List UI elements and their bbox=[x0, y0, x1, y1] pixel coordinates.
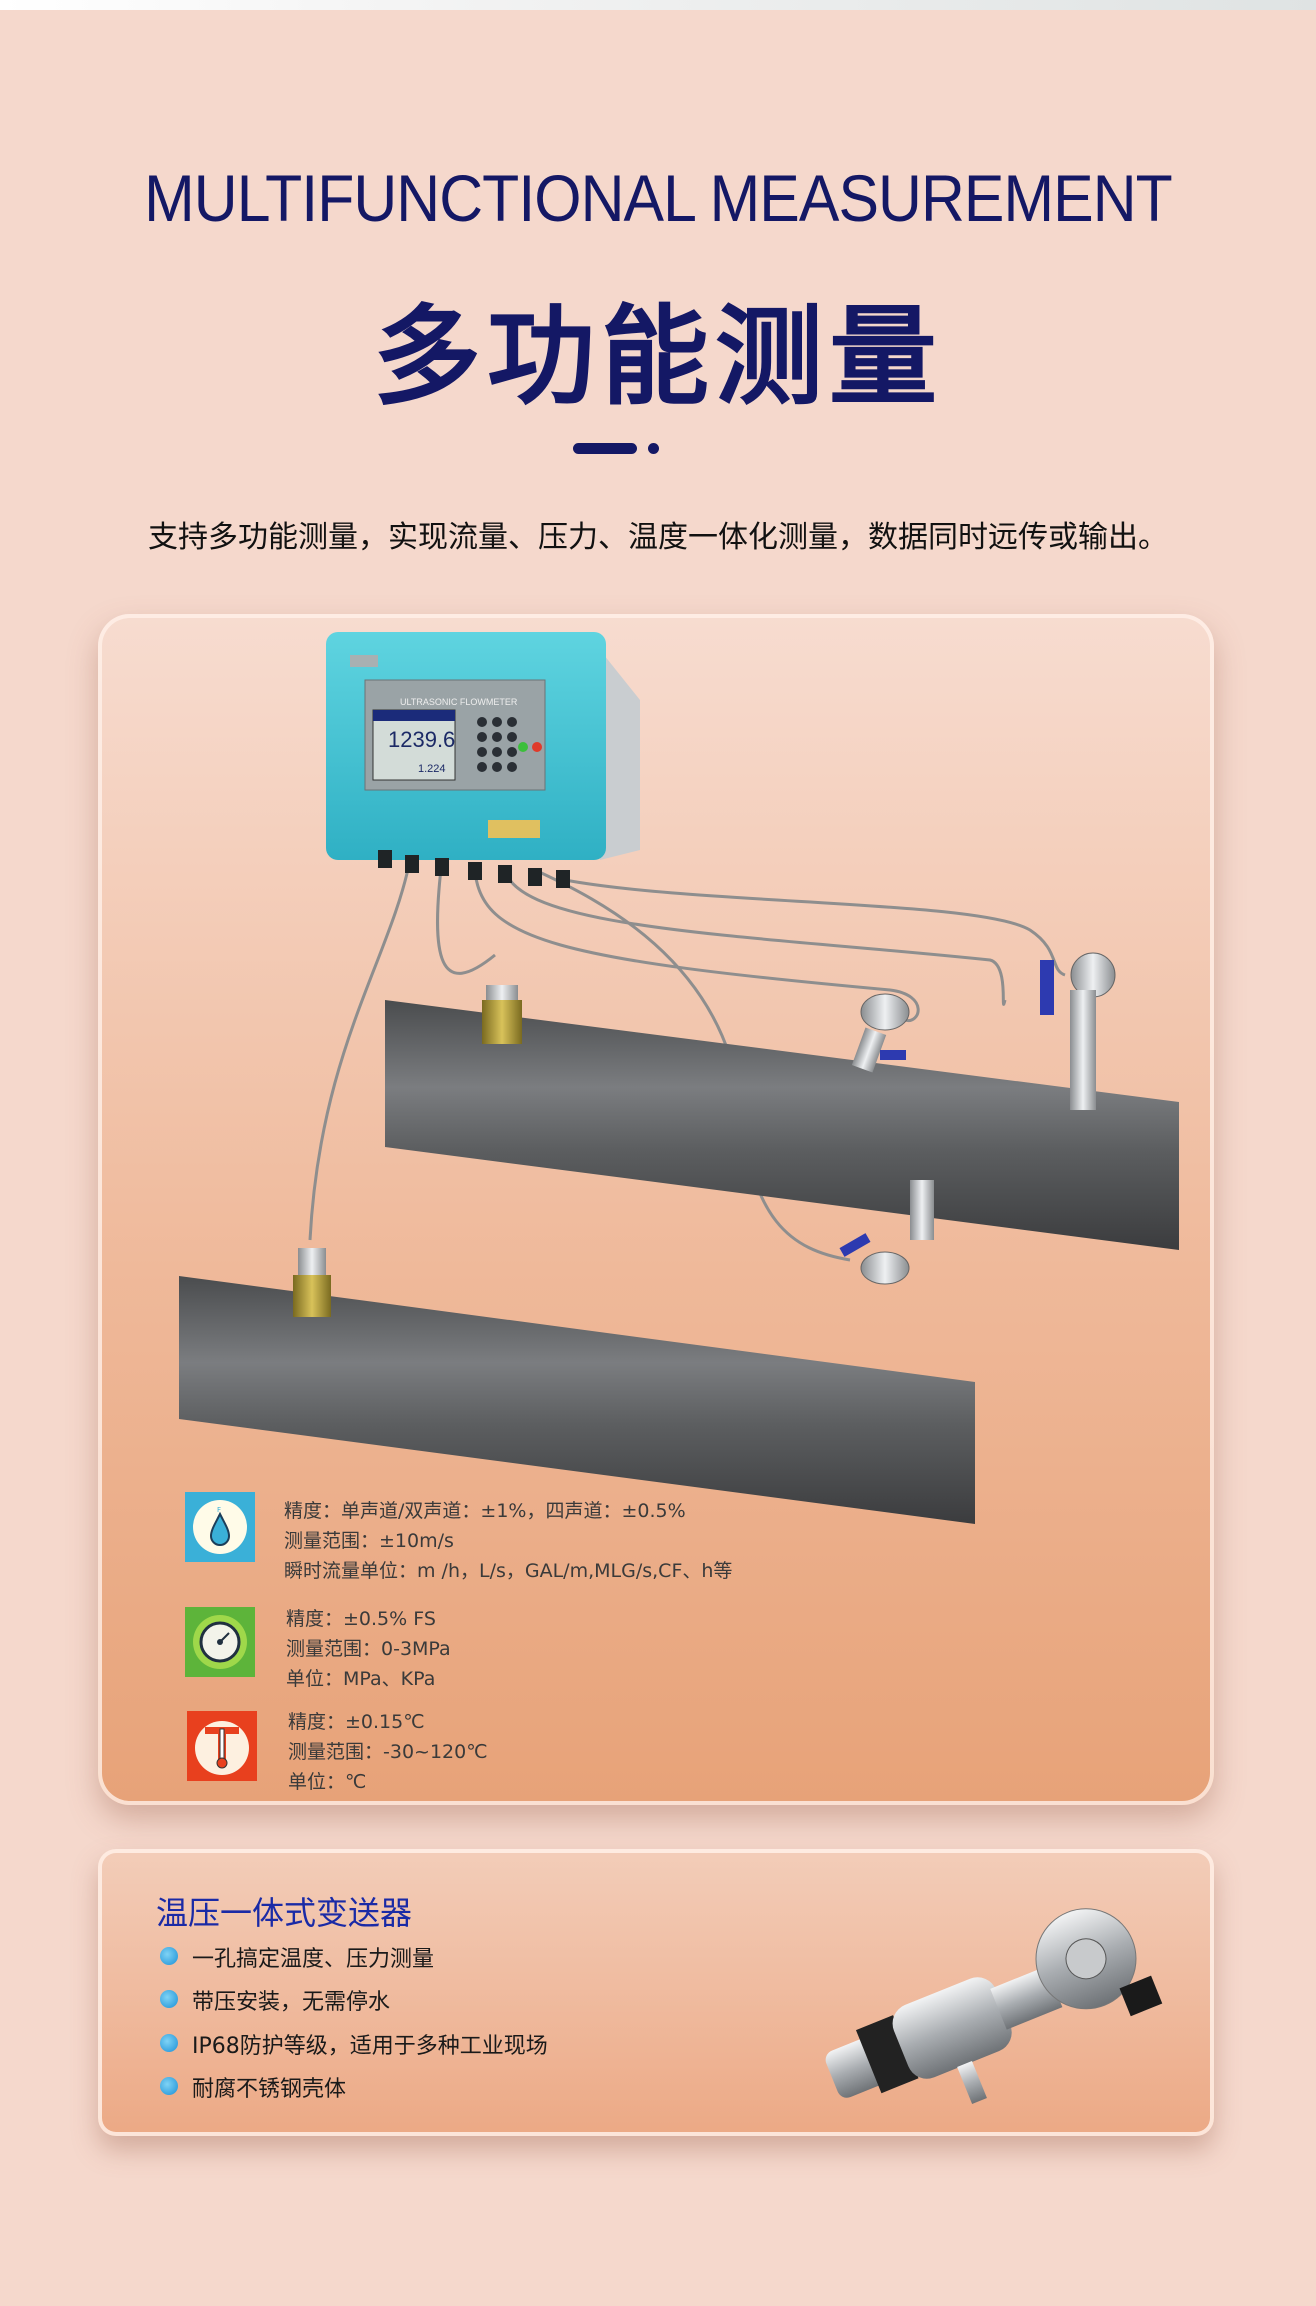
title-chinese: 多功能测量 bbox=[372, 295, 943, 420]
pipe-upper bbox=[385, 1000, 1179, 1250]
subtitle: 支持多功能测量，实现流量、压力、温度一体化测量，数据同时远传或输出。 bbox=[148, 520, 1168, 555]
feature-item: 一孔搞定温度、压力测量 bbox=[192, 1947, 435, 1972]
installation-illustration: ULTRASONIC FLOWMETER 1239.6 1.224 bbox=[179, 632, 1179, 1524]
transmitter-product-image bbox=[825, 1908, 1163, 2105]
spec-pressure-accuracy: 精度：±0.5% FS bbox=[286, 1608, 436, 1630]
spec-flow-units: 瞬时流量单位：m /h，L/s，GAL/m,MLG/s,CF、h等 bbox=[284, 1560, 733, 1582]
device-sub-reading: 1.224 bbox=[418, 763, 446, 775]
ultrasonic-flowmeter: ULTRASONIC FLOWMETER 1239.6 1.224 bbox=[326, 632, 640, 888]
pipe-lower bbox=[179, 1276, 975, 1524]
feature-item: 耐腐不锈钢壳体 bbox=[192, 2077, 347, 2102]
spec-flow-range: 测量范围：±10m/s bbox=[284, 1530, 454, 1552]
transmitter-title: 温压一体式变送器 bbox=[156, 1894, 413, 1932]
clamp-sensor-top bbox=[851, 993, 910, 1073]
svg-text:F: F bbox=[217, 1506, 221, 1514]
water-drop-icon: F bbox=[185, 1492, 255, 1562]
pressure-gauge-icon bbox=[185, 1607, 255, 1677]
temp-pressure-transmitter bbox=[1040, 952, 1116, 1110]
feature-item: IP68防护等级，适用于多种工业现场 bbox=[192, 2034, 548, 2059]
bullet-icon bbox=[160, 1990, 178, 2008]
thermometer-icon bbox=[187, 1711, 257, 1781]
bullet-icon bbox=[160, 1947, 178, 1965]
spec-temp-range: 测量范围：-30~120℃ bbox=[288, 1741, 488, 1763]
clamp-sensor-bottom bbox=[839, 1180, 934, 1285]
spec-pressure-range: 测量范围：0-3MPa bbox=[286, 1638, 451, 1660]
feature-item: 带压安装，无需停水 bbox=[192, 1990, 391, 2015]
flow-sensor-upper bbox=[482, 985, 522, 1044]
title-divider-dash bbox=[573, 443, 637, 454]
top-strip bbox=[0, 0, 1316, 10]
flow-sensor-lower bbox=[293, 1248, 331, 1317]
title-divider-dot bbox=[648, 443, 659, 454]
bullet-icon bbox=[160, 2034, 178, 2052]
device-label: ULTRASONIC FLOWMETER bbox=[400, 697, 518, 707]
bullet-icon bbox=[160, 2077, 178, 2095]
device-reading: 1239.6 bbox=[388, 727, 455, 752]
spec-flow-accuracy: 精度：单声道/双声道：±1%，四声道：±0.5% bbox=[284, 1500, 686, 1522]
title-english: MULTIFUNCTIONAL MEASUREMENT bbox=[144, 161, 1173, 235]
spec-pressure-units: 单位：MPa、KPa bbox=[286, 1668, 436, 1690]
spec-temp-accuracy: 精度：±0.15℃ bbox=[288, 1711, 425, 1733]
spec-temp-units: 单位：℃ bbox=[288, 1771, 367, 1793]
